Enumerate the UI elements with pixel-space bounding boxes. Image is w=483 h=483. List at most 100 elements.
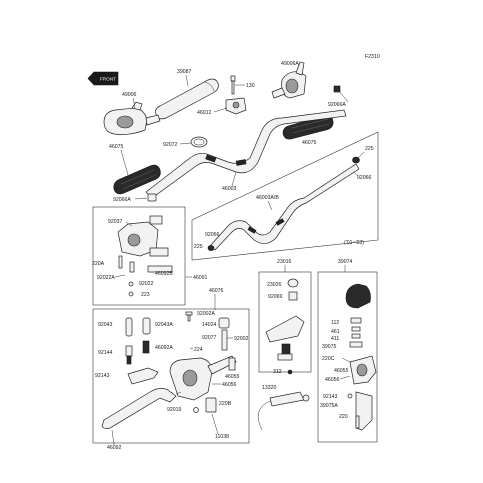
part-130-bolt: [230, 75, 236, 95]
callout-223: 223: [141, 292, 150, 298]
part-46003ab-handlebar: [209, 163, 360, 251]
part-225-plug-left: [207, 245, 215, 251]
part-49006-switch: [103, 101, 161, 135]
callout-46056: 46056: [222, 382, 237, 388]
callout-130: 130: [246, 83, 255, 89]
callout-46076: 46076: [209, 288, 224, 294]
callout-461: 461: [331, 329, 340, 335]
callout-13320: 13320: [262, 385, 277, 391]
part-92043-pin: [125, 317, 133, 337]
callout-220b: 220B: [219, 401, 232, 407]
callout-112: 112: [331, 320, 339, 326]
part-46092a-lever-small: [127, 367, 159, 385]
callout-39087: 39087: [177, 69, 192, 75]
callout-39074: 39074: [338, 259, 353, 265]
callout-92072: 92072: [163, 142, 178, 148]
part-92066a-plug-top: [333, 85, 349, 103]
part-92077-bolt: [221, 329, 228, 351]
part-92043a-pin: [142, 317, 151, 335]
part-92069-socket: [288, 291, 298, 301]
callout-225-left: 225: [194, 244, 203, 250]
callout-92043: 92043: [98, 322, 113, 328]
part-46003-handlebar: [145, 109, 347, 199]
callout-92002: 92002: [234, 336, 249, 342]
callout-92066-right: 92066: [357, 175, 372, 181]
part-92072-band: [190, 136, 208, 148]
callout-225-right: 225: [365, 146, 374, 152]
callout-220a: 220A: [92, 261, 105, 267]
callout-23026: 23026: [267, 282, 282, 288]
front-label: FRONT: [100, 77, 116, 82]
part-39087-grip-cover: [155, 78, 219, 120]
callout-92077: 92077: [202, 335, 217, 341]
callout-92022: 92022: [139, 281, 154, 287]
frame-23016: [258, 271, 312, 373]
part-23026-bulb: [287, 278, 299, 288]
callout-46055: 46055: [225, 374, 240, 380]
callout-92069: 92069: [268, 294, 283, 300]
callout-49006: 49006: [122, 92, 137, 98]
callout-224: 312: [273, 369, 282, 375]
part-46092-clutch-lever: [101, 388, 177, 430]
frame-46003ab: [191, 131, 379, 261]
frame-39074: [317, 271, 378, 443]
part-220b-bracket: [205, 397, 217, 413]
callout-46092: 46092: [107, 445, 122, 451]
part-14024-cap: [218, 317, 230, 329]
callout-92143-b: 92143: [323, 394, 338, 400]
part-92066a-plug-left: [147, 193, 157, 202]
part-225-plug-right: [352, 156, 360, 164]
part-49006a-switch: [271, 61, 307, 99]
callout-46092a: 92143: [95, 373, 110, 379]
part-23016-bracket: [265, 315, 305, 361]
part-92144-spring-b: [142, 340, 150, 354]
diagram-code: F2310: [365, 54, 380, 60]
callout-220c: 46056: [325, 377, 340, 383]
callout-411: 411: [331, 336, 339, 342]
part-13320-cable: [257, 391, 310, 431]
callout-92144-b: 46092A: [155, 345, 173, 351]
callout-92037: 92037: [108, 219, 123, 225]
callout-11038: 11038: [215, 434, 229, 440]
part-46012-clamp: [225, 97, 247, 115]
callout-46003ab: 46003A/B: [256, 195, 279, 201]
callout-23016: 23016: [277, 259, 292, 265]
callout-92066a-left: 92066A: [113, 197, 131, 203]
part-46076-lever-holder: [169, 355, 237, 401]
callout-39075: 39075: [322, 344, 337, 350]
part-39075-master-cylinder: [349, 355, 377, 385]
callout-46075-left: 46075: [109, 144, 124, 150]
part-39074-reservoir-cap: [345, 283, 371, 309]
year-note: ('01~'03): [344, 240, 364, 246]
callout-92066-left: 92066: [205, 232, 220, 238]
part-46092b-screw: [129, 261, 173, 273]
callout-46012: 46012: [197, 110, 212, 116]
callout-92144-c: 224: [194, 347, 203, 353]
part-92002a-bolt: [185, 311, 193, 322]
frame-46076: [92, 308, 250, 444]
callout-92066a-top: 92066A: [328, 102, 346, 108]
callout-220: 220: [339, 414, 348, 420]
part-46075-grip-left: [113, 164, 161, 195]
callout-92002a: 92002A: [197, 311, 215, 317]
part-92144-spring-a: [125, 345, 133, 365]
part-46091-switch: [117, 215, 169, 257]
callout-92022a: 92022A: [97, 275, 115, 281]
callout-46092b: 46092B: [155, 271, 173, 277]
part-220a-screw: [118, 255, 123, 269]
callout-46091: 46091: [193, 275, 208, 281]
callout-14024: 14024: [202, 322, 217, 328]
callout-92144-a: 92144: [98, 350, 113, 356]
frame-46091: [92, 206, 186, 306]
callout-39075a: 39075A: [320, 403, 338, 409]
callout-46075-right: 46075: [302, 140, 317, 146]
callout-92143-a: 220C: [322, 356, 335, 362]
front-arrow-badge: FRONT: [87, 71, 119, 86]
callout-49006a: 49006A: [281, 61, 299, 67]
part-220-screw: [355, 415, 360, 429]
callout-92019: 92019: [167, 407, 182, 413]
callout-46003: 46003: [222, 186, 237, 192]
callout-92043a: 92043A: [155, 322, 173, 328]
